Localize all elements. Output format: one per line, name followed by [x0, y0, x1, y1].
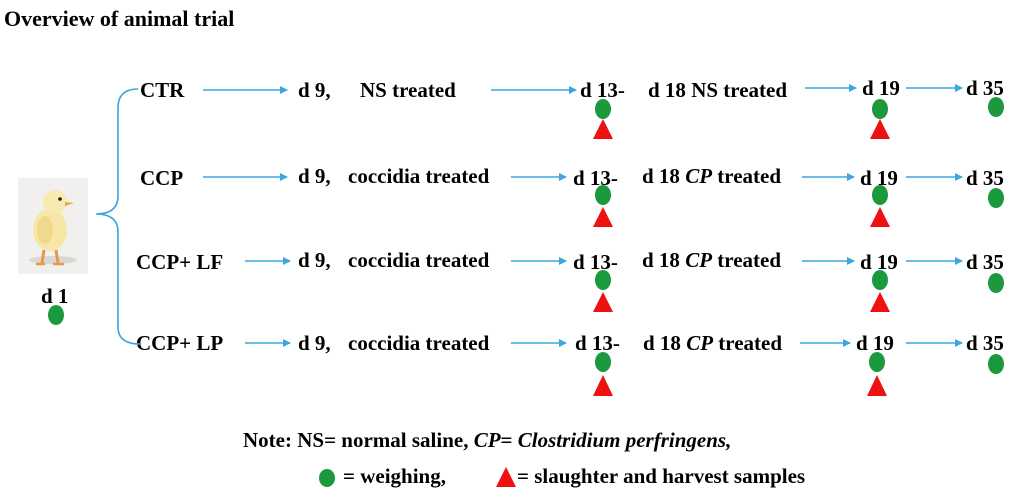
group-label-ccp: CCP: [140, 166, 184, 190]
row2-day35: d 35: [966, 166, 1004, 190]
row1-day19: d 19: [862, 76, 900, 100]
row1-day18: d 18: [648, 78, 686, 102]
legend-slaughter-marker: [496, 467, 516, 487]
start-weighing-marker: [48, 305, 64, 325]
row3-day18: d 18: [642, 248, 680, 272]
row3-day35: d 35: [966, 250, 1004, 274]
row2-d19-weighing-marker: [872, 185, 888, 205]
row4-d13-weighing-marker: [595, 352, 611, 372]
row2-d19-slaughter-marker: [870, 207, 890, 227]
row1-day13: d 13-: [580, 78, 625, 102]
row4-d13-slaughter-marker: [593, 375, 613, 396]
row4-day13: d 13-: [575, 331, 620, 355]
row2-treated: treated: [717, 164, 782, 188]
row2-day18-range: d 18 CP treated: [642, 166, 781, 187]
row1-d13-weighing-marker: [595, 99, 611, 119]
row3-day13: d 13-: [573, 250, 618, 274]
row1-treatment: NS treated: [360, 78, 456, 102]
row3-d19-slaughter-marker: [870, 292, 890, 312]
row1-agent: NS: [691, 78, 719, 102]
row4-day18-range: d 18 CP treated: [643, 333, 782, 354]
row1-treated: treated: [723, 78, 788, 102]
row3-d13-slaughter-marker: [593, 292, 613, 312]
row3-agent: CP: [685, 248, 713, 272]
row3-day18-range: d 18 CP treated: [642, 250, 781, 271]
legend-weighing-label: = weighing,: [343, 464, 446, 488]
row4-day18: d 18: [643, 331, 681, 355]
row3-day19: d 19: [860, 250, 898, 274]
row4-d19-weighing-marker: [869, 352, 885, 372]
group-label-ccp-lf: CCP+ LF: [136, 250, 224, 274]
note-eq: =: [500, 428, 513, 452]
row4-day35: d 35: [966, 331, 1004, 355]
row2-d13-weighing-marker: [595, 185, 611, 205]
row1-d13-slaughter-marker: [593, 119, 613, 139]
note-line: Note: NS= normal saline, CP= Clostridium…: [243, 430, 731, 451]
chick-icon: [18, 178, 88, 274]
row1-day9: d 9,: [298, 78, 331, 102]
legend-weighing-marker: [319, 469, 335, 487]
diagram-title: Overview of animal trial: [4, 6, 235, 31]
row4-day19: d 19: [856, 331, 894, 355]
legend-slaughter-label: = slaughter and harvest samples: [517, 464, 806, 488]
group-label-ccp-lp: CCP+ LP: [136, 331, 224, 355]
row4-d19-slaughter-marker: [867, 375, 887, 396]
row1-d19-slaughter-marker: [870, 119, 890, 139]
row2-agent: CP: [685, 164, 713, 188]
row1-day35: d 35: [966, 76, 1004, 100]
chick-drawing: [18, 178, 88, 274]
row2-day18: d 18: [642, 164, 680, 188]
row1-d19-weighing-marker: [872, 99, 888, 119]
row3-treated: treated: [717, 248, 782, 272]
bracket-line: [95, 88, 141, 345]
row3-day9: d 9,: [298, 248, 331, 272]
group-label-ctr: CTR: [140, 78, 185, 102]
row2-day13: d 13-: [573, 166, 618, 190]
row4-day9: d 9,: [298, 331, 331, 355]
row3-d13-weighing-marker: [595, 270, 611, 290]
row2-d13-slaughter-marker: [593, 207, 613, 227]
row4-d35-weighing-marker: [988, 354, 1004, 374]
note-cp-abbrev: CP: [473, 428, 501, 452]
row3-treatment: coccidia treated: [348, 248, 490, 272]
row2-day19: d 19: [860, 166, 898, 190]
note-prefix: Note: NS= normal saline,: [243, 428, 469, 452]
row3-d35-weighing-marker: [988, 273, 1004, 293]
note-cp-full: Clostridium perfringens,: [517, 428, 732, 452]
row2-d35-weighing-marker: [988, 188, 1004, 208]
row4-treated: treated: [718, 331, 783, 355]
row2-day9: d 9,: [298, 164, 331, 188]
row4-treatment: coccidia treated: [348, 331, 490, 355]
row4-agent: CP: [686, 331, 714, 355]
start-day-label: d 1: [41, 284, 69, 308]
row1-day18-range: d 18 NS treated: [648, 80, 787, 101]
row3-d19-weighing-marker: [872, 270, 888, 290]
row1-d35-weighing-marker: [988, 97, 1004, 117]
row2-treatment: coccidia treated: [348, 164, 490, 188]
